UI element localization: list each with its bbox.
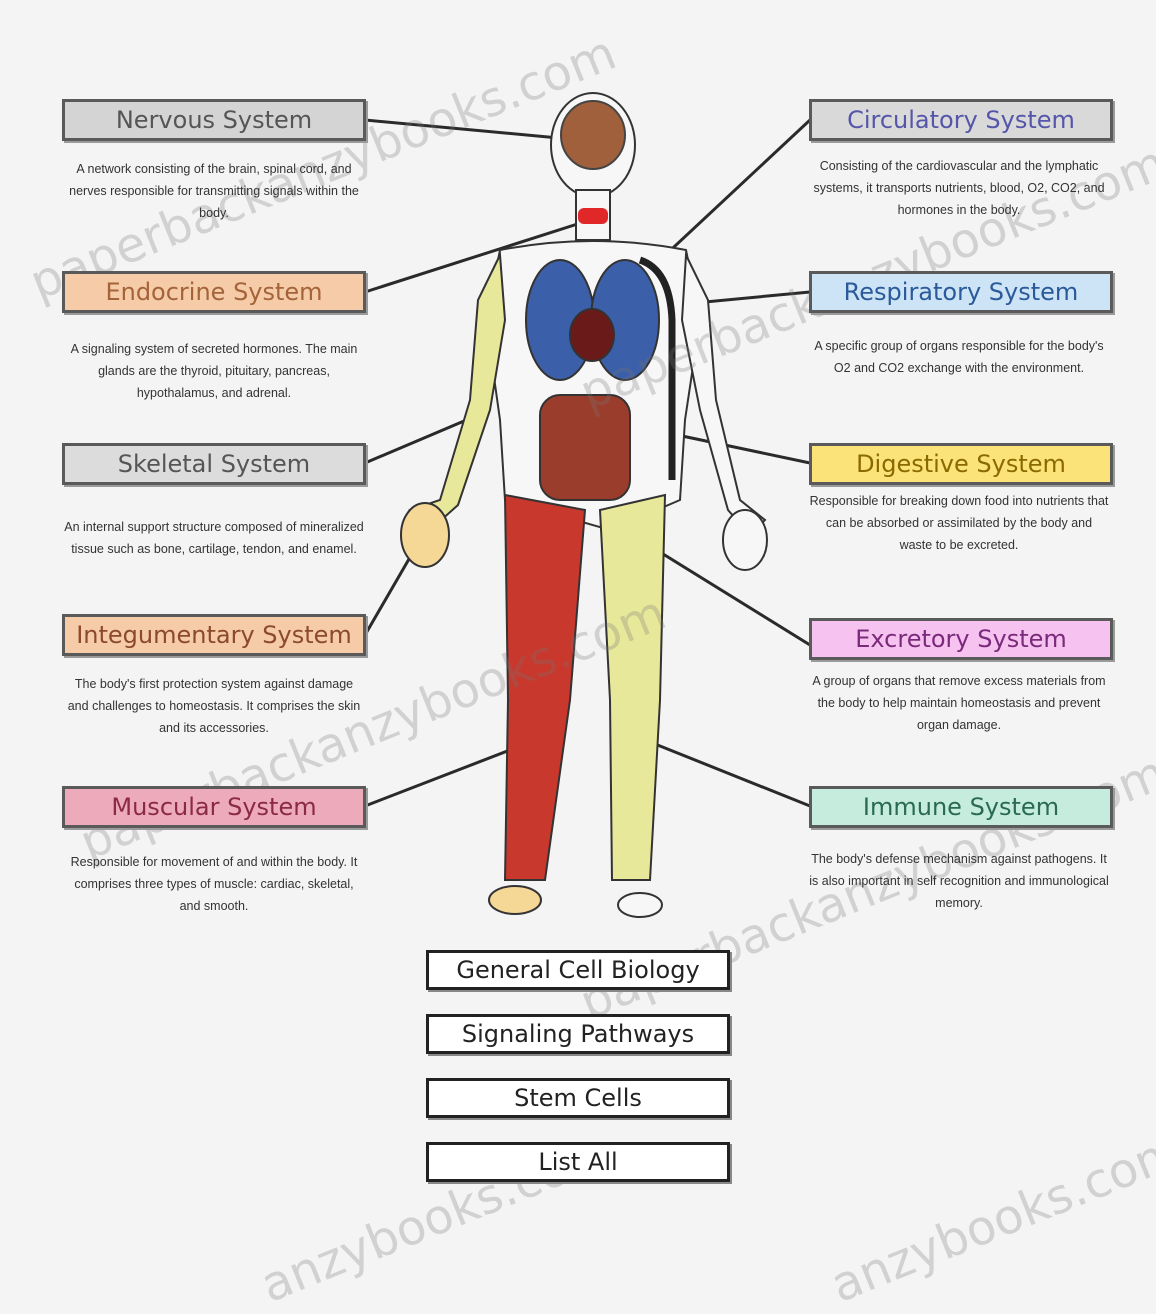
muscular-system-description: Responsible for movement of and within t… [64,851,364,917]
connector-nervous [365,120,580,140]
connector-muscular [365,750,510,806]
stem-cells-button[interactable]: Stem Cells [426,1078,730,1118]
left-foot [489,886,541,914]
left-hand [401,503,449,567]
respiratory-system-button[interactable]: Respiratory System [809,271,1113,313]
immune-system-button[interactable]: Immune System [809,786,1113,828]
list-all-button[interactable]: List All [426,1142,730,1182]
muscular-system-button[interactable]: Muscular System [62,786,366,828]
integumentary-system-button[interactable]: Integumentary System [62,614,366,656]
connector-immune [645,740,810,806]
thyroid [578,208,608,224]
nervous-system-button[interactable]: Nervous System [62,99,366,141]
endocrine-system-button[interactable]: Endocrine System [62,271,366,313]
excretory-system-description: A group of organs that remove excess mat… [809,670,1109,736]
nervous-system-description: A network consisting of the brain, spina… [64,158,364,224]
human-body-figure [401,93,767,917]
endocrine-system-description: A signaling system of secreted hormones.… [64,338,364,404]
excretory-system-button[interactable]: Excretory System [809,618,1113,660]
signaling-pathways-button[interactable]: Signaling Pathways [426,1014,730,1054]
integumentary-system-description: The body's first protection system again… [64,673,364,739]
right-foot [618,893,662,917]
heart [570,309,614,361]
general-cell-biology-button[interactable]: General Cell Biology [426,950,730,990]
left-leg [505,495,585,880]
circulatory-system-description: Consisting of the cardiovascular and the… [809,155,1109,221]
skeletal-system-description: An internal support structure composed o… [64,516,364,560]
digestive-system-description: Responsible for breaking down food into … [809,490,1109,556]
skeletal-system-button[interactable]: Skeletal System [62,443,366,485]
connector-circulatory [660,120,810,260]
immune-system-description: The body's defense mechanism against pat… [809,848,1109,914]
left-arm [410,255,505,530]
right-hand [723,510,767,570]
respiratory-system-description: A specific group of organs responsible f… [809,335,1109,379]
intestines [540,395,630,500]
circulatory-system-button[interactable]: Circulatory System [809,99,1113,141]
brain [561,101,625,169]
digestive-system-button[interactable]: Digestive System [809,443,1113,485]
right-leg [600,495,665,880]
